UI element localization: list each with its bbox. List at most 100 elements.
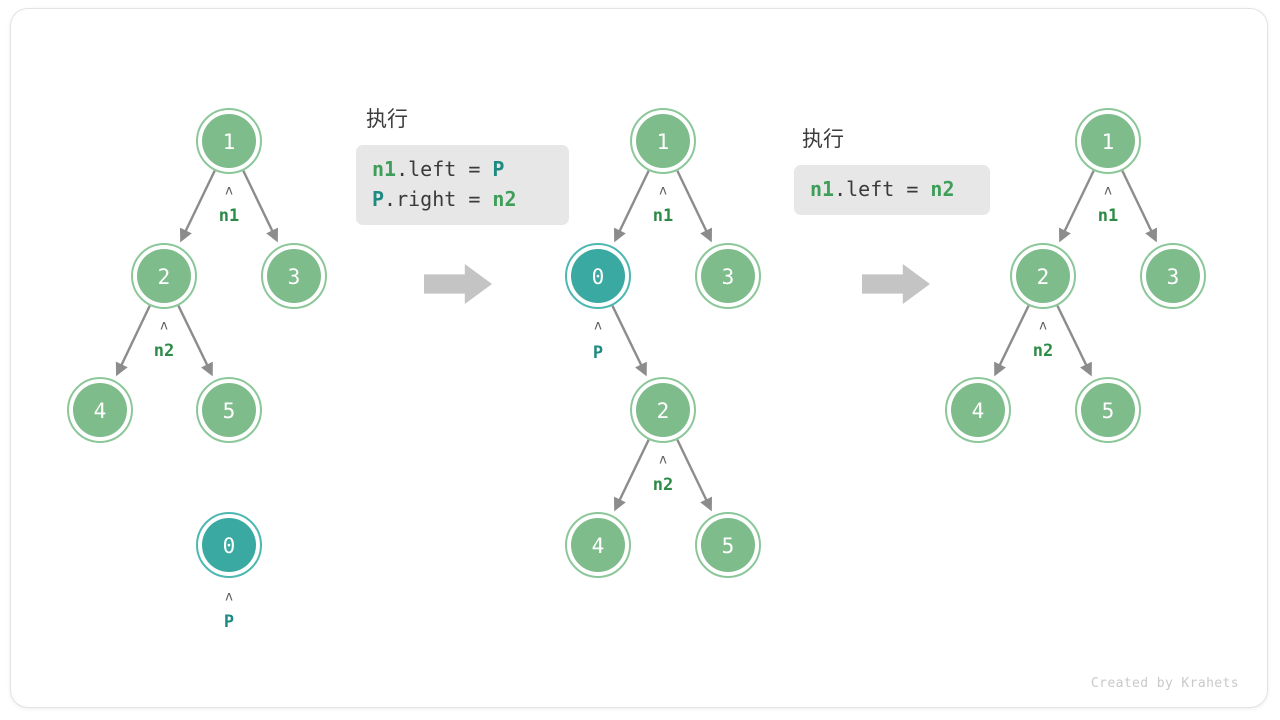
- pointer-caret-icon: ʌ: [659, 184, 667, 199]
- tree-node-0[interactable]: 0: [196, 512, 262, 578]
- tree-node-1[interactable]: 1: [1075, 108, 1141, 174]
- node-outer-ring: [196, 512, 262, 578]
- pointer-label-n2: n2: [1033, 341, 1053, 361]
- node-circle: [202, 383, 256, 437]
- node-circle: [636, 114, 690, 168]
- node-value: 3: [722, 265, 735, 289]
- node-value: 5: [223, 399, 236, 423]
- node-circle: [202, 518, 256, 572]
- node-outer-ring: [1010, 243, 1076, 309]
- node-circle: [267, 249, 321, 303]
- pointer-caret-icon: ʌ: [225, 590, 233, 605]
- node-value: 2: [657, 399, 670, 423]
- tree-node-1[interactable]: 1: [196, 108, 262, 174]
- node-outer-ring: [196, 377, 262, 443]
- node-circle: [1146, 249, 1200, 303]
- node-outer-ring: [630, 377, 696, 443]
- tree-panel-after-remove: 1 2 3 4 5 ʌ n1 ʌ n2: [945, 108, 1206, 443]
- node-outer-ring: [67, 377, 133, 443]
- code-token-ptr: P: [492, 157, 505, 181]
- node-circle: [571, 249, 625, 303]
- node-value: 2: [1037, 265, 1050, 289]
- pointer-label-n2: n2: [653, 475, 673, 495]
- tree-node-4[interactable]: 4: [565, 512, 631, 578]
- pointer-label-P: P: [593, 343, 603, 363]
- tree-node-5[interactable]: 5: [196, 377, 262, 443]
- pointer-label-P: P: [224, 612, 234, 632]
- node-value: 2: [158, 265, 171, 289]
- node-value: 4: [972, 399, 985, 423]
- node-outer-ring: [565, 512, 631, 578]
- tree-edge: [611, 305, 647, 377]
- tree-edge: [676, 170, 713, 243]
- credit-text: Created by Krahets: [1090, 676, 1239, 691]
- code-token-ptr: P: [372, 187, 385, 211]
- node-circle: [73, 383, 127, 437]
- tree-node-3[interactable]: 3: [1140, 243, 1206, 309]
- exec-label: 执行: [366, 107, 408, 131]
- code-token-var: n1: [372, 157, 397, 181]
- code-token-plain: .right =: [384, 187, 493, 211]
- node-value: 0: [223, 534, 236, 558]
- node-circle: [202, 114, 256, 168]
- tree-node-3[interactable]: 3: [261, 243, 327, 309]
- tree-node-0[interactable]: 0: [565, 243, 631, 309]
- tree-node-5[interactable]: 5: [695, 512, 761, 578]
- node-outer-ring: [695, 243, 761, 309]
- node-outer-ring: [565, 243, 631, 309]
- node-value: 3: [288, 265, 301, 289]
- node-value: 4: [592, 534, 605, 558]
- tree-node-2[interactable]: 2: [131, 243, 197, 309]
- node-value: 5: [1102, 399, 1115, 423]
- exec-label: 执行: [802, 127, 844, 151]
- pointer-caret-icon: ʌ: [1104, 184, 1112, 199]
- tree-edge: [1058, 170, 1095, 243]
- node-outer-ring: [1075, 377, 1141, 443]
- tree-edge: [613, 170, 650, 243]
- code-line: n1.left = P: [372, 154, 553, 184]
- node-circle: [636, 383, 690, 437]
- arrow-1-icon: [424, 264, 492, 304]
- pointer-label-n1: n1: [1098, 206, 1118, 226]
- node-outer-ring: [630, 108, 696, 174]
- tree-node-2[interactable]: 2: [1010, 243, 1076, 309]
- tree-edge: [994, 305, 1030, 377]
- node-outer-ring: [695, 512, 761, 578]
- tree-node-2[interactable]: 2: [630, 377, 696, 443]
- node-outer-ring: [196, 108, 262, 174]
- tree-edge: [177, 305, 213, 377]
- node-circle: [701, 518, 755, 572]
- node-value: 1: [1102, 130, 1115, 154]
- tree-node-4[interactable]: 4: [67, 377, 133, 443]
- node-circle: [1081, 383, 1135, 437]
- tree-node-1[interactable]: 1: [630, 108, 696, 174]
- tree-edge: [242, 170, 279, 243]
- node-value: 0: [592, 265, 605, 289]
- pointer-caret-icon: ʌ: [160, 319, 168, 334]
- pointer-caret-icon: ʌ: [659, 453, 667, 468]
- code-token-var: n2: [930, 177, 955, 201]
- pointer-label-n2: n2: [154, 341, 174, 361]
- pointer-caret-icon: ʌ: [1039, 319, 1047, 334]
- code-token-plain: .left =: [396, 157, 493, 181]
- node-circle: [1016, 249, 1070, 303]
- node-value: 1: [223, 130, 236, 154]
- tree-node-4[interactable]: 4: [945, 377, 1011, 443]
- code-token-plain: .left =: [834, 177, 931, 201]
- tree-edge: [1056, 305, 1092, 377]
- code-snippet-box: n1.left = n2: [794, 165, 990, 215]
- tree-edge: [115, 305, 151, 377]
- node-outer-ring: [261, 243, 327, 309]
- pointer-label-n1: n1: [653, 206, 673, 226]
- tree-node-5[interactable]: 5: [1075, 377, 1141, 443]
- node-outer-ring: [1140, 243, 1206, 309]
- code-token-var: n2: [492, 187, 517, 211]
- pointer-caret-icon: ʌ: [594, 319, 602, 334]
- tree-node-3[interactable]: 3: [695, 243, 761, 309]
- code-line: n1.left = n2: [810, 174, 974, 204]
